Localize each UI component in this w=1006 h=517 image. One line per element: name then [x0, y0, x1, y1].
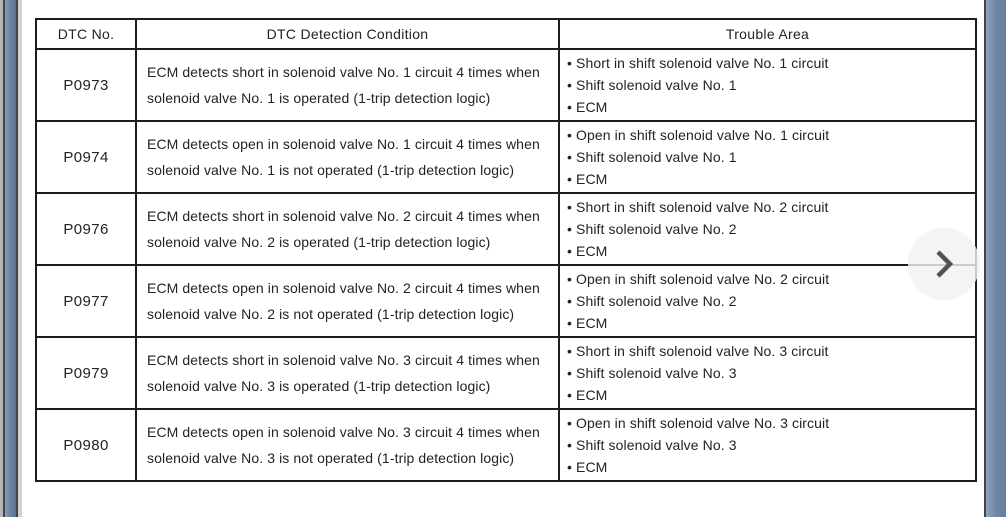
- trouble-area-text: ECM: [576, 99, 608, 115]
- trouble-area-text: Shift solenoid valve No. 2: [576, 221, 737, 237]
- trouble-area-item: • Shift solenoid valve No. 1: [567, 146, 971, 168]
- left-page-edge-inner: [18, 0, 22, 517]
- detection-condition: ECM detects open in solenoid valve No. 2…: [135, 264, 560, 338]
- trouble-area-cell: • Short in shift solenoid valve No. 1 ci…: [558, 48, 977, 122]
- table-row: P0980 ECM detects open in solenoid valve…: [35, 408, 977, 482]
- left-page-edge-outer: [0, 0, 3, 517]
- bullet-icon: •: [567, 77, 573, 93]
- bullet-icon: •: [567, 243, 573, 259]
- bullet-icon: •: [567, 149, 573, 165]
- trouble-area-item: • ECM: [567, 168, 971, 190]
- detection-condition: ECM detects open in solenoid valve No. 3…: [135, 408, 560, 482]
- table-row: P0979 ECM detects short in solenoid valv…: [35, 336, 977, 410]
- bullet-icon: •: [567, 315, 573, 331]
- table-row: P0976 ECM detects short in solenoid valv…: [35, 192, 977, 266]
- trouble-area-item: • Open in shift solenoid valve No. 1 cir…: [567, 124, 971, 146]
- trouble-area-item: • Shift solenoid valve No. 2: [567, 290, 971, 312]
- bullet-icon: •: [567, 459, 573, 475]
- trouble-area-text: ECM: [576, 387, 608, 403]
- chevron-right-icon: [936, 250, 954, 278]
- table-row: P0973 ECM detects short in solenoid valv…: [35, 48, 977, 122]
- right-page-edge-line: [984, 0, 986, 517]
- dtc-table: DTC No. DTC Detection Condition Trouble …: [35, 18, 977, 482]
- right-page-edge-blue: [986, 0, 1006, 517]
- trouble-area-item: • Shift solenoid valve No. 3: [567, 362, 971, 384]
- trouble-area-text: ECM: [576, 243, 608, 259]
- bullet-icon: •: [567, 199, 573, 215]
- bullet-icon: •: [567, 365, 573, 381]
- trouble-area-text: Shift solenoid valve No. 3: [576, 437, 737, 453]
- trouble-area-item: • Short in shift solenoid valve No. 2 ci…: [567, 196, 971, 218]
- trouble-area-item: • Shift solenoid valve No. 3: [567, 434, 971, 456]
- col-header-trouble-area: Trouble Area: [558, 18, 977, 50]
- trouble-area-text: Shift solenoid valve No. 2: [576, 293, 737, 309]
- trouble-area-cell: • Open in shift solenoid valve No. 3 cir…: [558, 408, 977, 482]
- trouble-area-text: Open in shift solenoid valve No. 1 circu…: [576, 127, 830, 143]
- trouble-area-text: Short in shift solenoid valve No. 2 circ…: [576, 199, 829, 215]
- trouble-area-cell: • Short in shift solenoid valve No. 2 ci…: [558, 192, 977, 266]
- trouble-area-item: • Open in shift solenoid valve No. 2 cir…: [567, 268, 971, 290]
- trouble-area-item: • Open in shift solenoid valve No. 3 cir…: [567, 412, 971, 434]
- next-page-button[interactable]: [908, 228, 980, 300]
- bullet-icon: •: [567, 221, 573, 237]
- trouble-area-text: Open in shift solenoid valve No. 3 circu…: [576, 415, 830, 431]
- bullet-icon: •: [567, 293, 573, 309]
- detection-condition: ECM detects short in solenoid valve No. …: [135, 192, 560, 266]
- bullet-icon: •: [567, 437, 573, 453]
- bullet-icon: •: [567, 271, 573, 287]
- trouble-area-item: • ECM: [567, 240, 971, 262]
- left-page-edge-blue: [5, 0, 16, 517]
- dtc-code: P0977: [35, 264, 137, 338]
- trouble-area-cell: • Open in shift solenoid valve No. 2 cir…: [558, 264, 977, 338]
- bullet-icon: •: [567, 171, 573, 187]
- table-row: P0977 ECM detects open in solenoid valve…: [35, 264, 977, 338]
- col-header-detection-condition: DTC Detection Condition: [135, 18, 560, 50]
- trouble-area-item: • Short in shift solenoid valve No. 1 ci…: [567, 52, 971, 74]
- trouble-area-item: • ECM: [567, 456, 971, 478]
- dtc-code: P0979: [35, 336, 137, 410]
- bullet-icon: •: [567, 55, 573, 71]
- dtc-code: P0976: [35, 192, 137, 266]
- left-page-edge-line: [3, 0, 5, 517]
- left-page-edge-line-inner: [16, 0, 18, 517]
- detection-condition: ECM detects short in solenoid valve No. …: [135, 48, 560, 122]
- trouble-area-text: Shift solenoid valve No. 1: [576, 149, 737, 165]
- trouble-area-cell: • Short in shift solenoid valve No. 3 ci…: [558, 336, 977, 410]
- trouble-area-item: • ECM: [567, 384, 971, 406]
- dtc-code: P0980: [35, 408, 137, 482]
- trouble-area-text: Short in shift solenoid valve No. 1 circ…: [576, 55, 829, 71]
- detection-condition: ECM detects open in solenoid valve No. 1…: [135, 120, 560, 194]
- bullet-icon: •: [567, 387, 573, 403]
- detection-condition: ECM detects short in solenoid valve No. …: [135, 336, 560, 410]
- bullet-icon: •: [567, 99, 573, 115]
- bullet-icon: •: [567, 415, 573, 431]
- trouble-area-text: Shift solenoid valve No. 3: [576, 365, 737, 381]
- bullet-icon: •: [567, 127, 573, 143]
- bullet-icon: •: [567, 343, 573, 359]
- trouble-area-item: • Shift solenoid valve No. 1: [567, 74, 971, 96]
- col-header-dtc-no: DTC No.: [35, 18, 137, 50]
- trouble-area-text: ECM: [576, 459, 608, 475]
- trouble-area-text: Short in shift solenoid valve No. 3 circ…: [576, 343, 829, 359]
- table-row: P0974 ECM detects open in solenoid valve…: [35, 120, 977, 194]
- trouble-area-item: • Shift solenoid valve No. 2: [567, 218, 971, 240]
- trouble-area-text: ECM: [576, 315, 608, 331]
- trouble-area-item: • Short in shift solenoid valve No. 3 ci…: [567, 340, 971, 362]
- dtc-code: P0974: [35, 120, 137, 194]
- table-header-row: DTC No. DTC Detection Condition Trouble …: [35, 18, 977, 50]
- dtc-code: P0973: [35, 48, 137, 122]
- trouble-area-text: Open in shift solenoid valve No. 2 circu…: [576, 271, 830, 287]
- trouble-area-text: Shift solenoid valve No. 1: [576, 77, 737, 93]
- trouble-area-cell: • Open in shift solenoid valve No. 1 cir…: [558, 120, 977, 194]
- trouble-area-item: • ECM: [567, 96, 971, 118]
- trouble-area-item: • ECM: [567, 312, 971, 334]
- trouble-area-text: ECM: [576, 171, 608, 187]
